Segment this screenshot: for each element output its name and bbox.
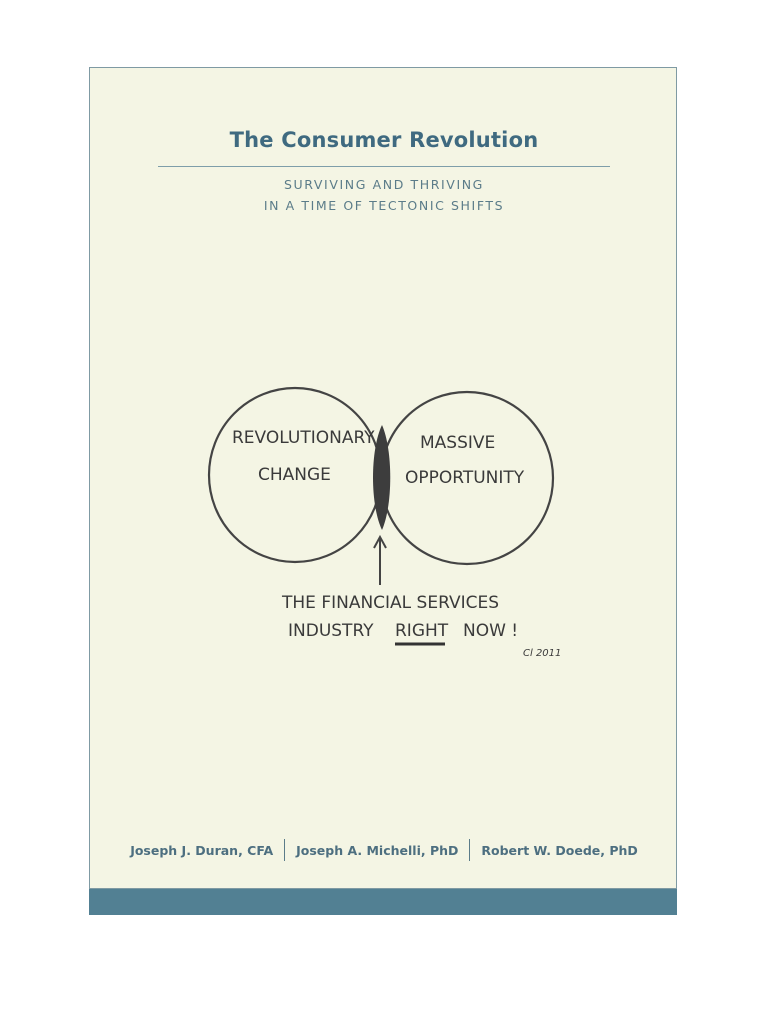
caption-line-1: THE FINANCIAL SERVICES xyxy=(281,593,499,613)
author-separator xyxy=(284,839,286,861)
signature: Cl 2011 xyxy=(523,648,561,659)
venn-diagram-sketch: REVOLUTIONARY CHANGE MASSIVE OPPORTUNITY… xyxy=(207,386,561,659)
subtitle-line-1: SURVIVING AND THRIVING xyxy=(284,177,484,192)
book-title: The Consumer Revolution xyxy=(229,128,539,152)
author-3: Robert W. Doede, PhD xyxy=(481,842,638,858)
author-list: Joseph J. Duran, CFA Joseph A. Michelli,… xyxy=(0,838,768,862)
caption-now: NOW ! xyxy=(463,621,518,641)
footer-bar xyxy=(89,889,677,915)
left-label-2: CHANGE xyxy=(258,465,331,485)
caption-right: RIGHT xyxy=(395,621,449,641)
right-label-1: MASSIVE xyxy=(420,433,495,453)
right-label-2: OPPORTUNITY xyxy=(405,468,525,488)
author-2: Joseph A. Michelli, PhD xyxy=(296,842,459,858)
left-label-1: REVOLUTIONARY xyxy=(232,428,375,448)
subtitle-line-2: IN A TIME OF TECTONIC SHIFTS xyxy=(263,198,505,213)
intersection-scribble xyxy=(373,425,391,530)
author-separator xyxy=(469,839,471,861)
title-divider xyxy=(158,166,610,167)
author-1: Joseph J. Duran, CFA xyxy=(130,842,274,858)
caption-industry: INDUSTRY xyxy=(288,621,374,641)
